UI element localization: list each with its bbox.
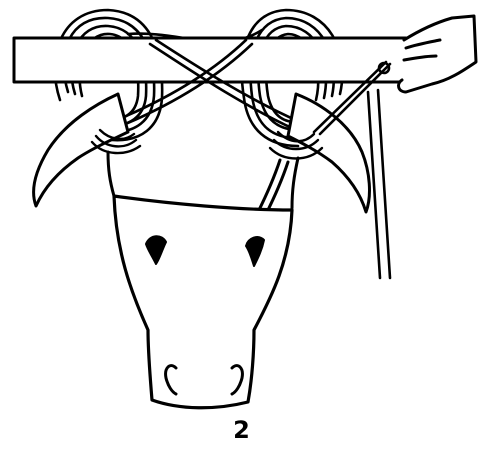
horns [34, 94, 370, 212]
poll-left-side [108, 152, 114, 196]
hanging-rope-end-2 [378, 90, 390, 278]
hand [399, 16, 476, 92]
rope-to-forehead [258, 160, 280, 212]
hand-outline [399, 16, 476, 92]
left-horn [34, 94, 128, 206]
ox-face [114, 196, 292, 408]
figure-number: 2 [0, 416, 483, 444]
right-horn [288, 94, 369, 212]
poll-right-side [292, 158, 298, 208]
